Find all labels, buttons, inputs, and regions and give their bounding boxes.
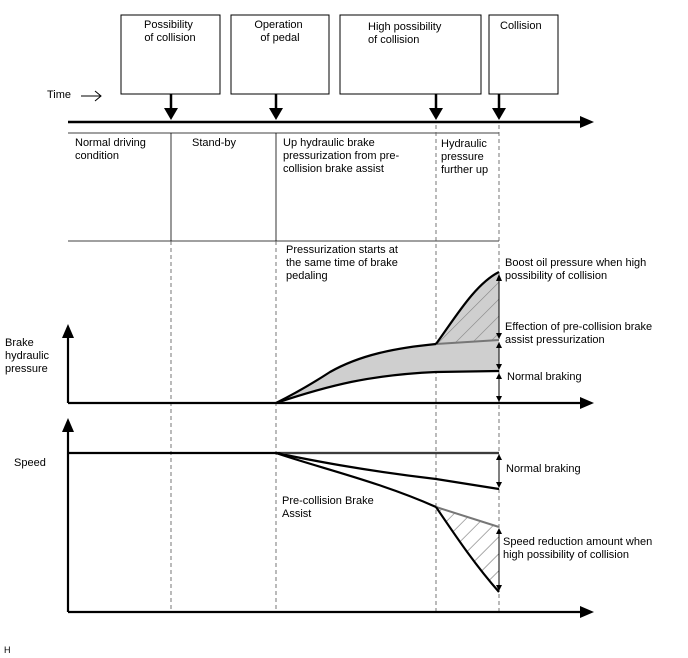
boost-pressure-curve [435,271,500,345]
arrow-right-icon [81,90,102,102]
phase-further-up: Hydraulic pressure further up [441,138,490,176]
speed-boost-curve [435,506,500,593]
pressure-assist-area [276,340,499,403]
arrow-down-icon [429,108,443,120]
time-label: Time [47,89,71,101]
normal-braking-curve [275,369,500,405]
phase-stand-by: Stand-by [192,137,237,149]
speed-normal-curve [275,451,500,491]
arrow-up-icon [496,342,502,348]
arrow-right-icon [580,116,594,128]
pcba-normal-extension [435,339,500,345]
note-pcba: Pre-collision Brake Assist [282,495,377,520]
note-effection: Effection of pre-collision brake assist … [505,321,655,346]
dashed-guides [170,125,500,612]
pressure-boost-area [436,272,499,344]
arrow-up-icon [62,418,74,432]
footer-code: H [4,645,11,655]
arrow-down-icon [164,108,178,120]
event-label: Operation of pedal [254,19,305,44]
event-operation-of-pedal: Operation of pedal [230,14,330,120]
arrow-right-icon [580,606,594,618]
speed-pcba-extension [435,506,500,528]
arrow-up-icon [496,373,502,379]
note-normal-braking-pressure: Normal braking [507,371,582,383]
pcba-pressure-curve [275,342,437,404]
arrow-up-icon [62,324,74,338]
arrow-up-icon [496,454,502,460]
speed-chart: Speed Normal braking Pre-collision Brake… [14,418,655,618]
phase-normal-driving: Normal driving condition [75,137,149,162]
note-pressurization-start: Pressurization starts at the same time o… [286,244,401,282]
note-normal-braking-speed: Normal braking [506,463,581,475]
arrow-down-icon [269,108,283,120]
arrow-down-icon [496,333,502,339]
pressure-chart: Brake hydraulic pressure Pressurization … [5,244,655,409]
event-label: Collision [500,20,542,32]
time-axis: Time [47,89,594,128]
speed-axis-label: Speed [14,457,46,469]
arrow-right-icon [580,397,594,409]
event-collision: Collision [488,14,559,120]
phase-table: Normal driving condition Stand-by Up hyd… [68,132,499,242]
arrow-down-icon [496,585,502,591]
arrow-up-icon [496,274,502,281]
event-high-possibility-of-collision: High possibility of collision [339,14,482,120]
arrow-down-icon [496,482,502,488]
phase-up-hydraulic: Up hydraulic brake pressurization from p… [283,137,402,175]
event-label: Possibility of collision [144,19,196,44]
arrow-up-icon [496,528,502,534]
pressure-axis-label: Brake hydraulic pressure [5,337,52,375]
speed-pcba-curve [275,451,437,509]
event-label: High possibility of collision [368,21,444,46]
note-speed-reduction: Speed reduction amount when high possibi… [503,536,655,561]
note-boost-oil-pressure: Boost oil pressure when high possibility… [505,257,649,282]
event-possibility-of-collision: Possibility of collision [120,14,221,120]
arrow-down-icon [496,364,502,370]
arrow-down-icon [492,108,506,120]
arrow-down-icon [496,396,502,402]
